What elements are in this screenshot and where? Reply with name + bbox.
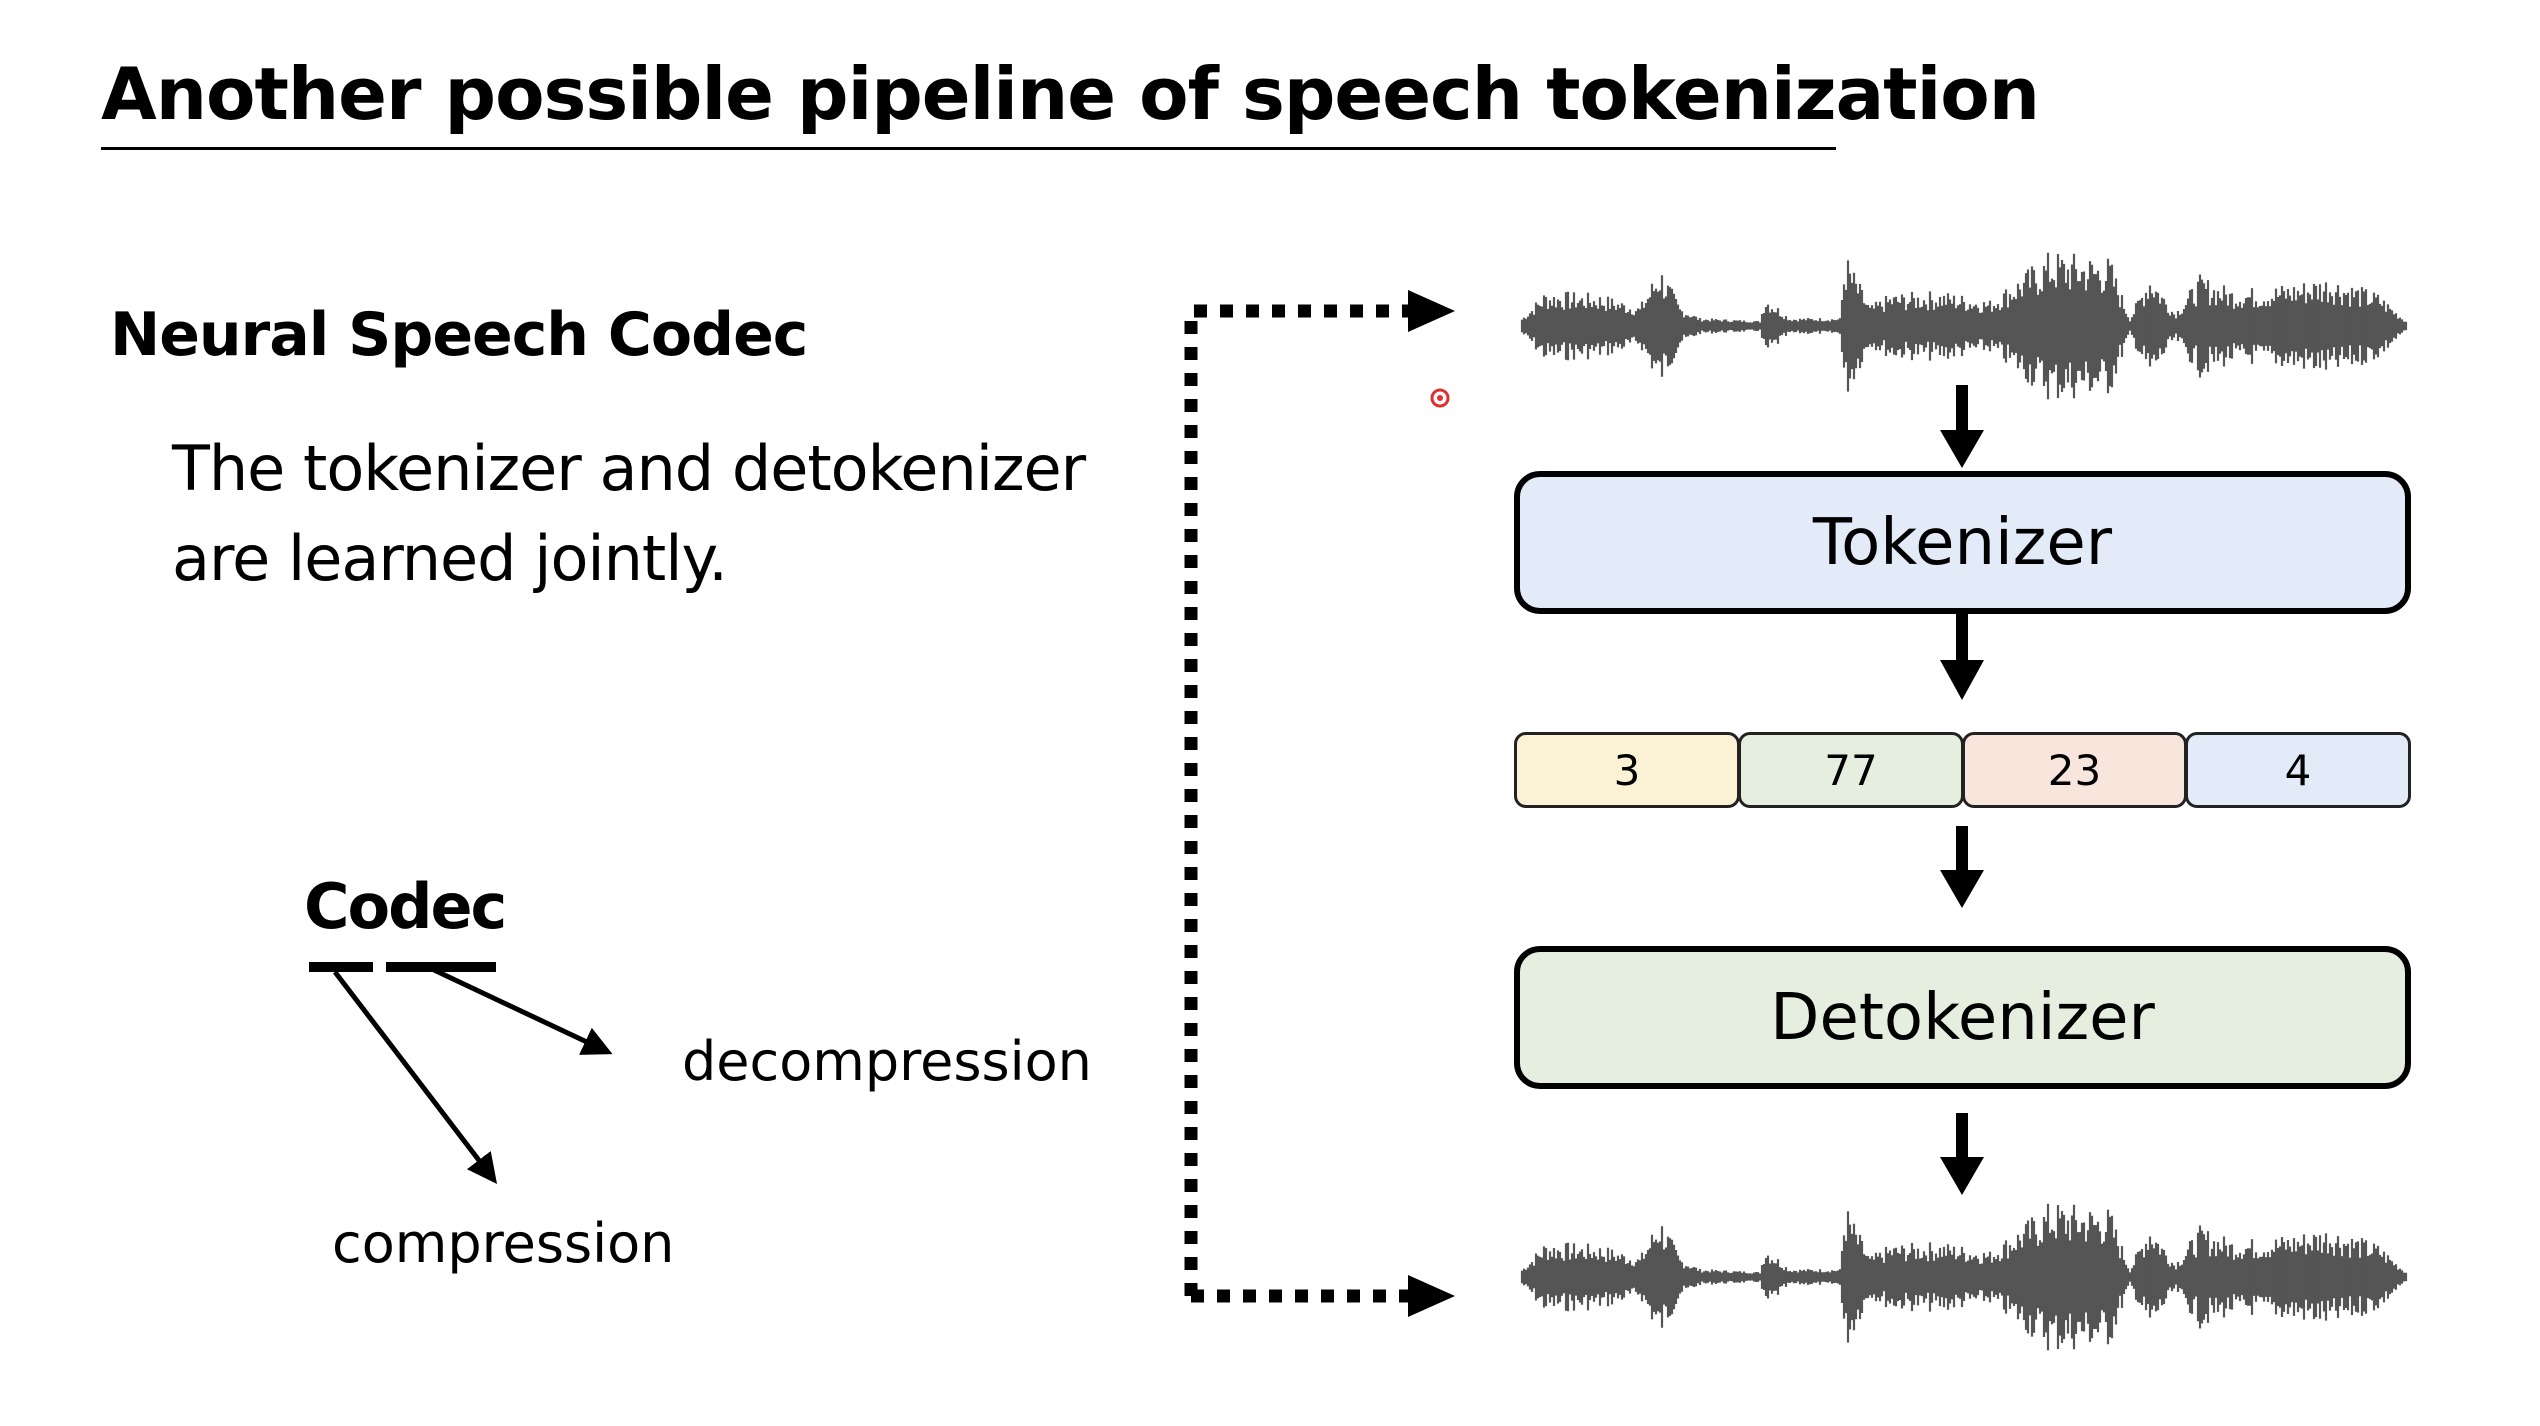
body-text-line-2: are learned jointly. (172, 522, 728, 595)
token-cell: 23 (1962, 732, 2187, 808)
cursor-indicator (1430, 388, 1450, 408)
co-underline-bar (309, 962, 373, 972)
codec-word: Codec (304, 870, 507, 943)
body-text-line-1: The tokenizer and detokenizer (172, 432, 1086, 505)
slide-title: Another possible pipeline of speech toke… (101, 52, 2040, 136)
token-cell: 4 (2185, 732, 2411, 808)
decompression-label: decompression (682, 1030, 1092, 1093)
token-value: 23 (2047, 745, 2102, 795)
down-arrow-4 (1940, 1113, 1984, 1195)
compression-label: compression (332, 1212, 675, 1275)
title-underline (101, 147, 1836, 150)
decompression-arrow (432, 967, 613, 1055)
compression-arrow (333, 970, 498, 1184)
token-value: 3 (1613, 745, 1641, 795)
dec-underline-bar (386, 962, 496, 972)
tokenizer-box: Tokenizer (1514, 471, 2411, 614)
tokenizer-label: Tokenizer (1812, 505, 2113, 580)
down-arrow-1 (1940, 385, 1984, 468)
dotted-arrowhead-top (1408, 290, 1455, 332)
detokenizer-box: Detokenizer (1514, 946, 2411, 1089)
detokenizer-label: Detokenizer (1770, 980, 2155, 1055)
token-cell: 77 (1738, 732, 1964, 808)
section-heading: Neural Speech Codec (110, 300, 808, 370)
token-value: 77 (1824, 745, 1878, 795)
down-arrow-3 (1940, 826, 1984, 908)
input-waveform (1520, 252, 2408, 400)
token-cell: 3 (1514, 732, 1740, 808)
output-waveform (1520, 1203, 2408, 1351)
token-value: 4 (2284, 745, 2312, 795)
down-arrow-2 (1940, 614, 1984, 700)
dotted-feedback-line (1184, 304, 1410, 1303)
dotted-arrowhead-bottom (1408, 1275, 1455, 1317)
